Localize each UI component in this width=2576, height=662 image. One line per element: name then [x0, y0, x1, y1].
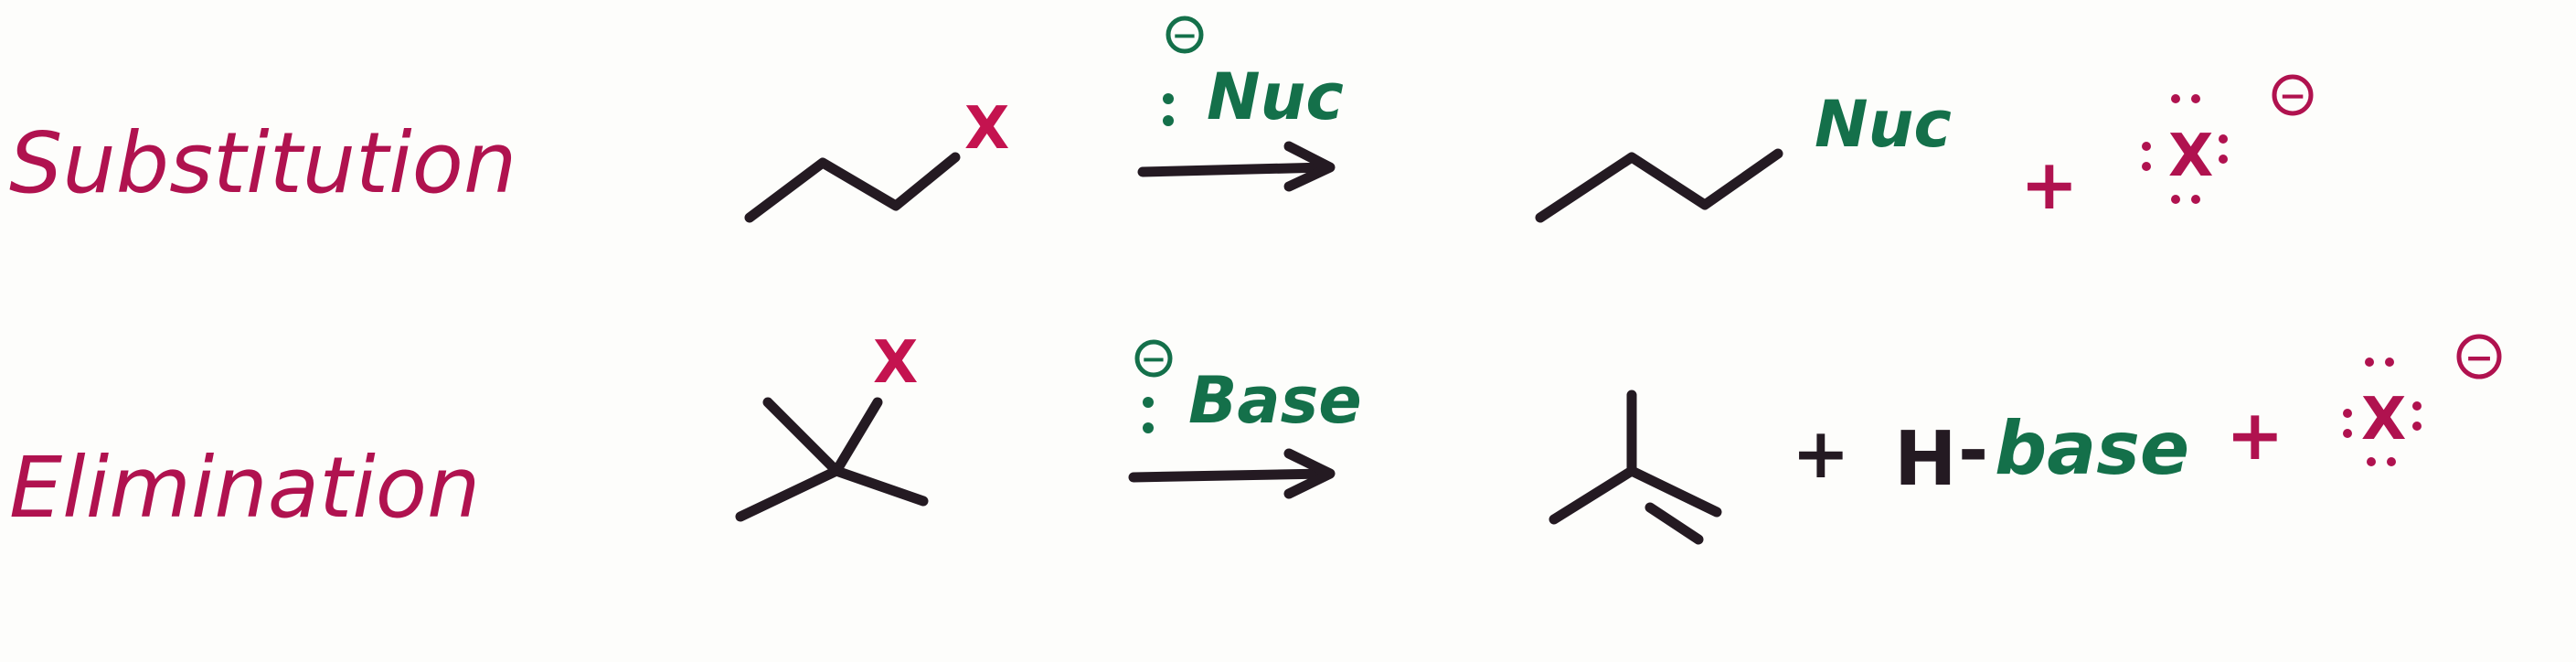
- base-charge-sign: −: [1141, 341, 1167, 378]
- substitution-substrate: X: [744, 95, 1009, 223]
- leaving-group-charge-sign: −: [2464, 337, 2494, 378]
- elimination-plus-sign-2: +: [2226, 394, 2284, 475]
- substitution-reaction-arrow: [1137, 141, 1336, 192]
- base-lone-pair-dot-top: [1143, 397, 1154, 408]
- base-label: Base: [1188, 363, 1362, 438]
- substrate-chain-bonds: [744, 152, 961, 223]
- elimination-leaving-group: X −: [2343, 334, 2502, 466]
- elimination-reagent: − Base: [1134, 339, 1362, 438]
- nucleophile-charge-circle: [1166, 16, 1204, 54]
- nucleophile-label: Nuc: [1207, 59, 1344, 134]
- byproduct-h: H: [1894, 416, 1957, 503]
- substrate-leaving-group-label: X: [873, 329, 918, 397]
- base-lone-pair-dot-bottom: [1143, 422, 1154, 433]
- elimination-label: Elimination: [9, 439, 480, 537]
- substitution-product: Nuc: [1535, 87, 1952, 223]
- elimination-product-alkene: [1549, 390, 1722, 545]
- leaving-group-charge-circle: [2272, 74, 2314, 116]
- leaving-group-charge-circle: [2456, 334, 2502, 379]
- elimination-reaction-arrow: [1128, 448, 1336, 499]
- substitution-reagent: − Nuc: [1163, 16, 1344, 134]
- base-charge-circle: [1134, 339, 1173, 378]
- product-chain-bonds: [1535, 148, 1783, 223]
- leaving-group-x: X: [2168, 123, 2213, 190]
- nucleophile-lone-pair-dot-top: [1163, 93, 1174, 104]
- elimination-plus-sign-1: +: [1792, 412, 1850, 494]
- substrate-leaving-group-label: X: [964, 95, 1009, 163]
- elimination-substrate: X: [735, 329, 929, 522]
- nucleophile-lone-pair-dot-bottom: [1163, 115, 1174, 126]
- substitution-plus-sign: +: [2020, 144, 2079, 225]
- substitution-leaving-group: X −: [2142, 74, 2314, 204]
- leaving-group-charge-sign: −: [2279, 78, 2306, 115]
- nucleophile-charge-sign: −: [1172, 17, 1198, 54]
- byproduct-dash: -: [1958, 408, 1988, 493]
- byproduct-base: base: [1995, 406, 2189, 491]
- leaving-group-x: X: [2361, 386, 2406, 454]
- product-nucleophile-label: Nuc: [1815, 87, 1952, 162]
- substitution-label: Substitution: [9, 114, 516, 212]
- elimination-byproduct-h-base: H - base: [1894, 406, 2189, 503]
